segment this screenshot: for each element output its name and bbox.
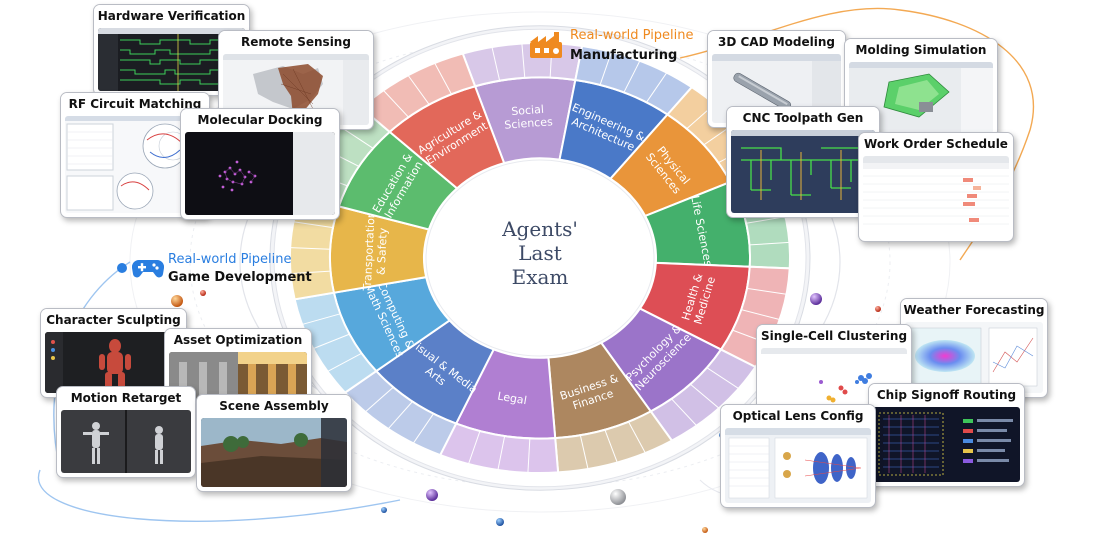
card-title: Work Order Schedule (859, 133, 1013, 155)
screenshot-sculpt (45, 332, 182, 393)
wheel-center (425, 159, 655, 357)
sphere (702, 527, 708, 533)
sector-label: Legal (497, 389, 528, 407)
card-optical-lens-config[interactable]: Optical Lens Config (720, 404, 876, 508)
card-title: Hardware Verification (94, 5, 249, 27)
sector-label-line: Social (511, 103, 544, 118)
sector-divider (746, 287, 787, 295)
sphere (381, 507, 387, 513)
screenshot-retarget (61, 410, 191, 473)
card-title: Character Sculpting (41, 309, 186, 331)
center-title-line: Agents' (501, 217, 578, 241)
sector-divider (407, 75, 430, 105)
sector-divider (383, 90, 409, 118)
sector-label-line: & Safety (375, 227, 390, 275)
sphere (426, 489, 438, 501)
card-motion-retarget[interactable]: Motion Retarget (56, 386, 196, 478)
sector-divider (302, 313, 341, 325)
card-title: Optical Lens Config (721, 405, 875, 427)
card-title: Single-Cell Clustering (757, 325, 911, 347)
center-title-line: Last (518, 241, 562, 265)
card-hardware-verification[interactable]: Hardware Verification (93, 4, 250, 96)
sector-divider (290, 270, 331, 275)
screenshot-lens (725, 428, 871, 503)
card-title: RF Circuit Matching (61, 93, 209, 115)
sector-divider (468, 430, 481, 465)
card-character-sculpting[interactable]: Character Sculpting (40, 308, 187, 398)
sector-divider (527, 438, 531, 473)
sector-divider (689, 383, 720, 409)
sector-divider (623, 60, 641, 93)
screenshot-molecule (185, 132, 335, 215)
sphere (875, 306, 881, 312)
screenshot-scene (201, 418, 347, 487)
pipeline-title: Real-world Pipeline (570, 28, 694, 43)
sector-divider (327, 352, 362, 372)
screenshot-toolpath (731, 130, 875, 213)
card-cnc-toolpath-gen[interactable]: CNC Toolpath Gen (726, 106, 880, 218)
sphere (171, 295, 183, 307)
factory-icon (528, 30, 564, 64)
sector-divider (497, 435, 506, 471)
card-title: Chip Signoff Routing (869, 384, 1024, 406)
pipeline-subtitle: Game Development (168, 270, 312, 285)
screenshot-gantt (863, 156, 1009, 237)
card-title: Scene Assembly (197, 395, 351, 417)
sector-divider (365, 386, 394, 413)
sector-divider (387, 401, 413, 430)
card-title: Molding Simulation (845, 39, 997, 61)
sector-divider (491, 46, 501, 81)
sector-divider (313, 333, 350, 350)
screenshot-chip-layout (873, 407, 1020, 482)
card-title: Weather Forecasting (901, 299, 1047, 321)
sector-divider (628, 421, 646, 454)
sphere (117, 263, 127, 273)
sector-label: Transportation& Safety (361, 211, 390, 292)
pipeline-title: Real-world Pipeline (168, 252, 292, 267)
sector-divider (671, 398, 697, 426)
sector-divider (412, 413, 434, 444)
sector-divider (434, 62, 452, 95)
sector-divider (579, 435, 589, 470)
sector-divider (341, 127, 374, 149)
sphere (610, 489, 626, 505)
sector-divider (293, 221, 334, 229)
card-title: Molecular Docking (181, 109, 339, 131)
card-title: 3D CAD Modeling (708, 31, 845, 53)
sector-divider (706, 367, 739, 389)
pipeline-subtitle: Manufacturing (570, 48, 678, 63)
sector-label-line: Sciences (504, 115, 553, 131)
sphere (496, 518, 504, 526)
sector-outer-12 (359, 52, 477, 134)
card-title: Asset Optimization (165, 329, 311, 351)
sector-divider (604, 429, 618, 463)
sector-divider (599, 51, 612, 86)
card-title: CNC Toolpath Gen (727, 107, 879, 129)
sector-divider (741, 309, 780, 320)
sector-divider (749, 241, 790, 246)
sector-divider (646, 72, 668, 103)
sector-divider (521, 43, 526, 78)
sector-divider (290, 247, 331, 250)
gamepad-icon (131, 258, 165, 284)
sector-label-line: Transportation (361, 211, 378, 292)
card-molecular-docking[interactable]: Molecular Docking (180, 108, 340, 220)
card-work-order-schedule[interactable]: Work Order Schedule (858, 132, 1014, 242)
center-title-line: Exam (512, 265, 569, 289)
sector-label-line: Legal (497, 389, 528, 407)
sphere (810, 293, 822, 305)
card-scene-assembly[interactable]: Scene Assembly (196, 394, 352, 492)
sphere (200, 290, 206, 296)
card-chip-signoff-routing[interactable]: Chip Signoff Routing (868, 383, 1025, 487)
card-title: Remote Sensing (219, 31, 373, 53)
card-title: Motion Retarget (57, 387, 195, 409)
